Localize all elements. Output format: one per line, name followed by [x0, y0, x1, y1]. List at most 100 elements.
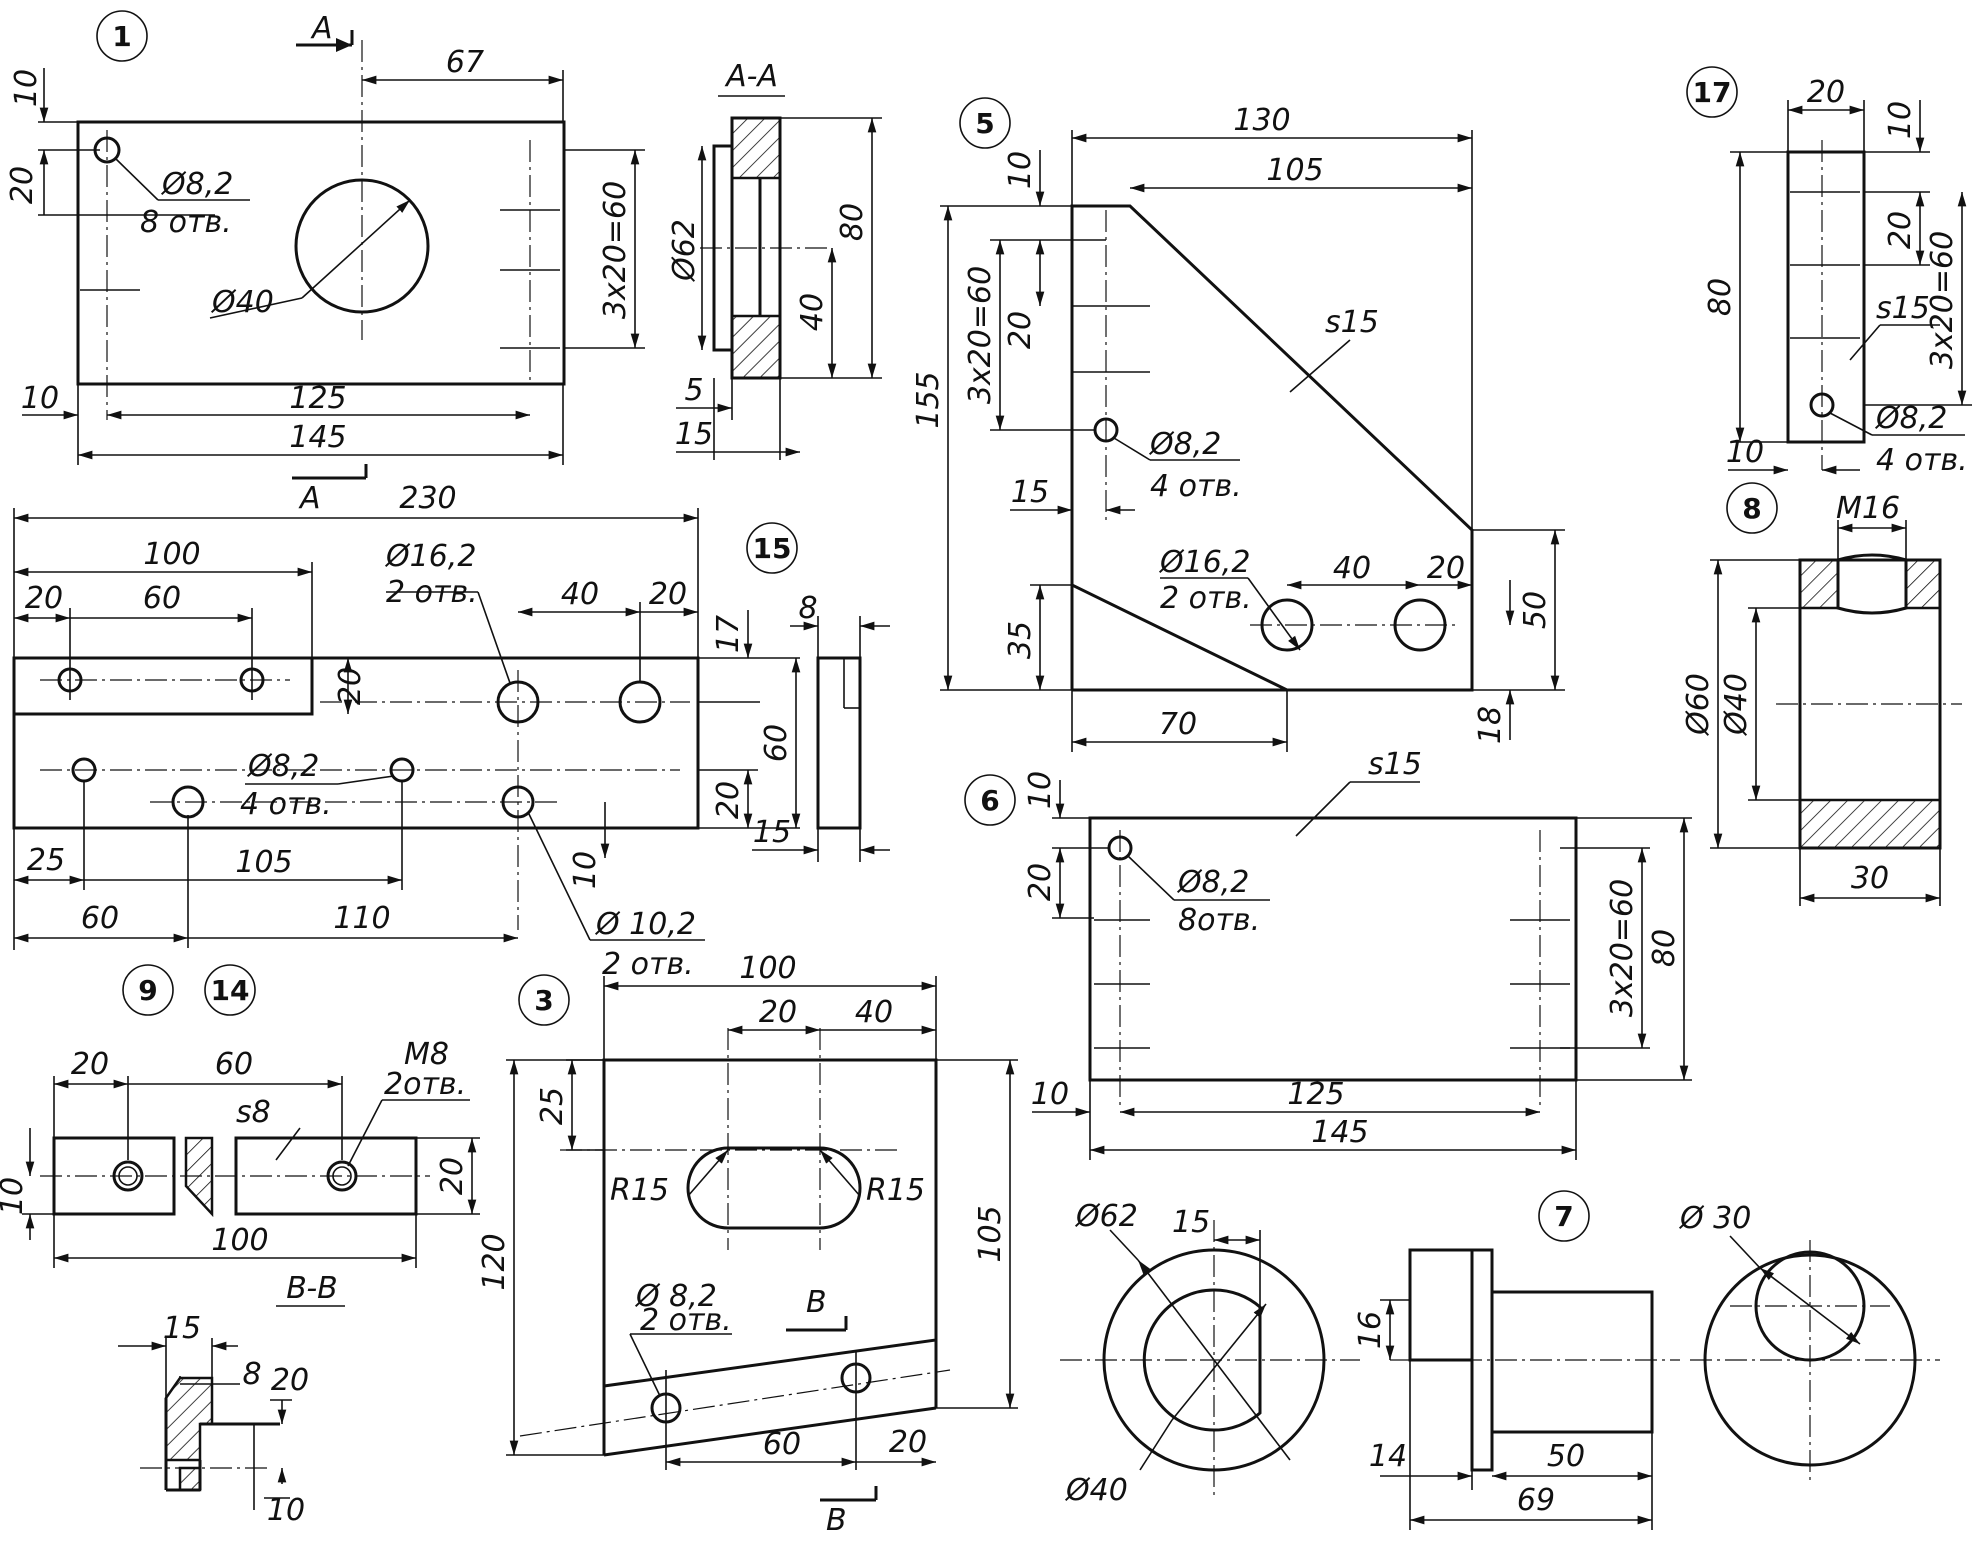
svg-text:2 отв.: 2 отв. [640, 1303, 732, 1338]
svg-text:17: 17 [1693, 76, 1732, 109]
svg-text:M8: M8 [404, 1037, 449, 1072]
part-9-14: 9 14 20 60 10 20 100 s8 M8 2отв. [0, 964, 480, 1268]
svg-text:15: 15 [1172, 1205, 1210, 1240]
svg-text:40: 40 [795, 293, 830, 331]
svg-text:Ø8,2: Ø8,2 [160, 167, 233, 202]
svg-text:A-A: A-A [724, 59, 778, 94]
svg-text:40: 40 [1333, 551, 1371, 586]
part-1: 1 A 67 3x20=60 10 20 125 [5, 10, 645, 516]
svg-text:7: 7 [1554, 1200, 1573, 1233]
svg-text:80: 80 [835, 203, 870, 241]
svg-text:50: 50 [1547, 1439, 1585, 1474]
svg-text:20: 20 [1003, 311, 1038, 349]
svg-text:Ø16,2: Ø16,2 [1158, 545, 1250, 580]
svg-text:20: 20 [5, 166, 40, 204]
part-3: 3 100 20 40 25 R15 R15 120 [477, 951, 1018, 1538]
part-5: 5 130 105 10 3x20=60 20 155 15 [911, 97, 1565, 752]
svg-text:125: 125 [289, 381, 346, 416]
svg-text:105: 105 [235, 845, 292, 880]
svg-text:100: 100 [739, 951, 796, 986]
svg-text:80: 80 [1647, 929, 1682, 967]
svg-text:155: 155 [911, 371, 946, 428]
svg-text:15: 15 [753, 815, 791, 850]
section-mark-top: A [310, 11, 333, 46]
svg-text:18: 18 [1473, 706, 1508, 744]
svg-text:10: 10 [568, 851, 603, 889]
svg-text:60: 60 [81, 901, 119, 936]
svg-text:120: 120 [477, 1233, 512, 1290]
svg-text:15: 15 [675, 417, 713, 452]
bar-outline [1786, 150, 1866, 444]
svg-text:10: 10 [1883, 101, 1918, 139]
svg-text:20: 20 [889, 1425, 927, 1460]
svg-text:3x20=60: 3x20=60 [598, 181, 633, 319]
svg-text:20: 20 [1023, 863, 1058, 901]
svg-text:20: 20 [711, 781, 746, 819]
svg-text:s8: s8 [236, 1095, 271, 1130]
svg-text:3: 3 [534, 984, 553, 1017]
svg-text:20: 20 [759, 995, 797, 1030]
svg-text:Ø8,2: Ø8,2 [1176, 865, 1249, 900]
svg-text:9: 9 [138, 974, 157, 1007]
svg-text:Ø62: Ø62 [1074, 1199, 1138, 1234]
svg-text:105: 105 [973, 1205, 1008, 1262]
bracket-outline [1070, 204, 1474, 692]
svg-text:10: 10 [9, 69, 44, 107]
svg-text:10: 10 [21, 381, 59, 416]
svg-text:3x20=60: 3x20=60 [1925, 231, 1960, 369]
svg-text:60: 60 [763, 1427, 801, 1462]
slot-hole [686, 1146, 862, 1230]
svg-text:Ø40: Ø40 [210, 285, 274, 320]
svg-text:16: 16 [1353, 1311, 1388, 1349]
svg-text:2 отв.: 2 отв. [602, 947, 694, 982]
svg-text:Ø62: Ø62 [667, 219, 702, 283]
svg-text:Ø40: Ø40 [1064, 1473, 1128, 1508]
svg-text:20: 20 [1807, 75, 1845, 110]
svg-text:2отв.: 2отв. [384, 1067, 466, 1102]
svg-text:67: 67 [446, 45, 484, 80]
svg-text:20: 20 [71, 1047, 109, 1082]
svg-text:10: 10 [0, 1177, 30, 1215]
plate-outline [76, 120, 566, 386]
svg-text:17: 17 [711, 615, 746, 653]
svg-text:14: 14 [211, 974, 250, 1007]
svg-text:Ø8,2: Ø8,2 [246, 749, 319, 784]
svg-text:8 отв.: 8 отв. [140, 205, 232, 240]
svg-text:s15: s15 [1876, 291, 1930, 326]
svg-text:10: 10 [267, 1493, 305, 1528]
svg-text:4 отв.: 4 отв. [1150, 469, 1242, 504]
svg-text:25: 25 [535, 1087, 570, 1125]
svg-text:100: 100 [143, 537, 200, 572]
svg-text:15: 15 [163, 1311, 201, 1346]
svg-text:15: 15 [753, 532, 792, 565]
svg-text:80: 80 [1703, 278, 1738, 316]
svg-text:R15: R15 [866, 1173, 925, 1208]
svg-text:40: 40 [855, 995, 893, 1030]
part-6: 6 10 20 3x20=60 80 10 125 145 [964, 747, 1692, 1160]
svg-text:100: 100 [211, 1223, 268, 1258]
svg-text:M16: M16 [1836, 491, 1900, 526]
svg-text:2 отв.: 2 отв. [1160, 581, 1252, 616]
svg-text:20: 20 [333, 667, 368, 705]
svg-text:60: 60 [759, 724, 794, 762]
svg-text:B-B: B-B [286, 1271, 337, 1306]
svg-text:5: 5 [975, 107, 994, 140]
svg-text:Ø16,2: Ø16,2 [384, 539, 476, 574]
part-number-circle [96, 10, 148, 62]
svg-text:Ø40: Ø40 [1719, 673, 1754, 737]
svg-text:110: 110 [333, 901, 390, 936]
svg-text:20: 20 [649, 577, 687, 612]
svg-text:20: 20 [435, 1157, 470, 1195]
svg-text:15: 15 [1011, 475, 1049, 510]
svg-text:130: 130 [1233, 103, 1290, 138]
svg-text:14: 14 [1369, 1439, 1407, 1474]
svg-text:Ø 8,2: Ø 8,2 [634, 1279, 717, 1314]
svg-text:R15: R15 [610, 1173, 669, 1208]
svg-text:10: 10 [1031, 1077, 1069, 1112]
svg-text:8: 8 [1742, 492, 1761, 525]
part-17: 17 20 10 20 80 3x20=60 10 s15 Ø8,2 4 от [1686, 66, 1972, 478]
svg-text:69: 69 [1517, 1483, 1555, 1518]
svg-text:3x20=60: 3x20=60 [963, 266, 998, 404]
svg-text:Ø60: Ø60 [1681, 673, 1716, 737]
svg-text:3x20=60: 3x20=60 [1605, 879, 1640, 1017]
